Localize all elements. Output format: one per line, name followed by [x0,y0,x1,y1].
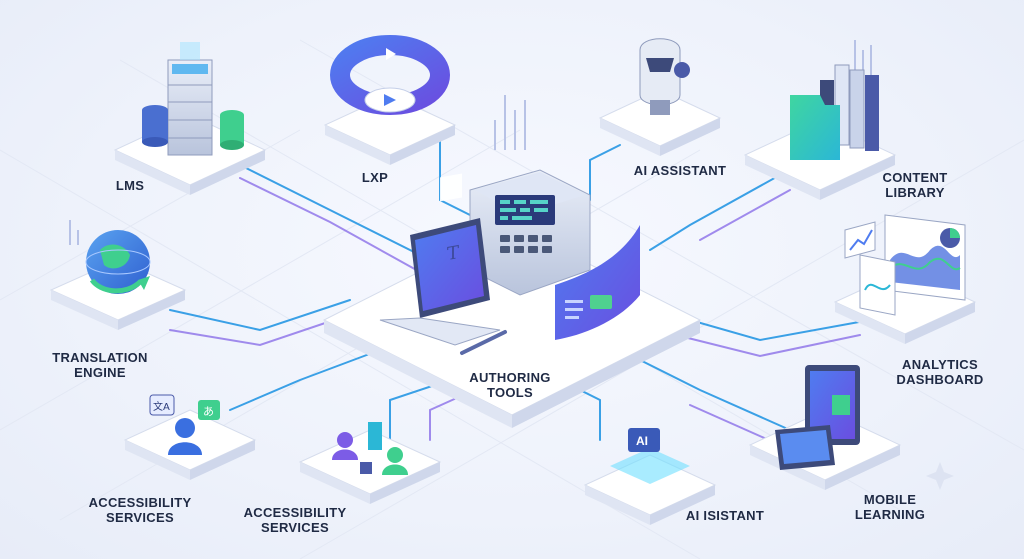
sparkle-icon [926,462,954,490]
link-content-library-2 [699,189,791,241]
label-analytics-dashboard: ANALYTICS DASHBOARD [896,357,984,387]
link-accessibility-1 [229,349,381,411]
translate-glyph-2: あ [203,405,214,418]
stylus-icon [460,330,507,355]
person-translate-icon: 文A あ [149,394,220,455]
label-content-library: CONTENT LIBRARY [882,170,948,200]
node-ai-isistant: AI [583,428,717,525]
node-accessibility-services-2 [298,422,442,504]
charts-icon [844,214,966,316]
video-ring-icon [330,35,450,115]
translate-glyph-1: 文A [153,400,170,413]
people-blocks-icon [332,422,408,475]
laptop-editor-icon: T [379,173,507,355]
chip-text: AI [636,434,648,448]
node-ai-assistant [598,38,722,156]
node-lxp [323,35,457,165]
node-content-library [743,64,897,200]
label-mobile-learning: MOBILE LEARNING [854,492,926,522]
robot-head-icon [639,38,690,115]
label-ai-assistant: AI ASSISTANT [633,163,727,178]
label-lxp: LXP [361,170,389,185]
link-translation-2 [169,317,341,347]
label-accessibility-services-2: ACCESSIBILITY SERVICES [243,505,347,535]
server-database-icon [142,42,244,156]
node-lms [113,42,267,195]
link-lms-2 [239,177,421,273]
link-content-library [649,174,781,251]
ai-chip-icon: AI [610,428,690,484]
tablet-phone-icon [775,365,860,470]
label-lms: LMS [115,178,145,193]
link-lms [239,164,431,261]
link-translation [169,299,351,332]
link-accessibility-2 [389,379,451,441]
authoring-server-icon [469,169,591,296]
curved-display-icon [555,225,640,340]
link-analytics-2 [679,334,861,358]
node-analytics-dashboard [833,214,977,344]
folders-icon [790,64,879,160]
label-accessibility-services-1: ACCESSIBILITY SERVICES [88,495,192,525]
connection-lines [169,139,871,446]
link-mobile [639,359,791,431]
label-authoring-tools: AUTHORING TOOLS [469,370,551,400]
editor-glyph: T [447,242,459,265]
node-mobile-learning [748,365,902,490]
label-ai-isistant: AI ISISTANT [685,508,765,523]
globe-icon [85,230,151,294]
label-translation-engine: TRANSLATION ENGINE [52,350,148,380]
node-accessibility-services-1: 文A あ [123,394,257,480]
link-analytics [689,319,871,342]
node-translation-engine [49,230,187,330]
